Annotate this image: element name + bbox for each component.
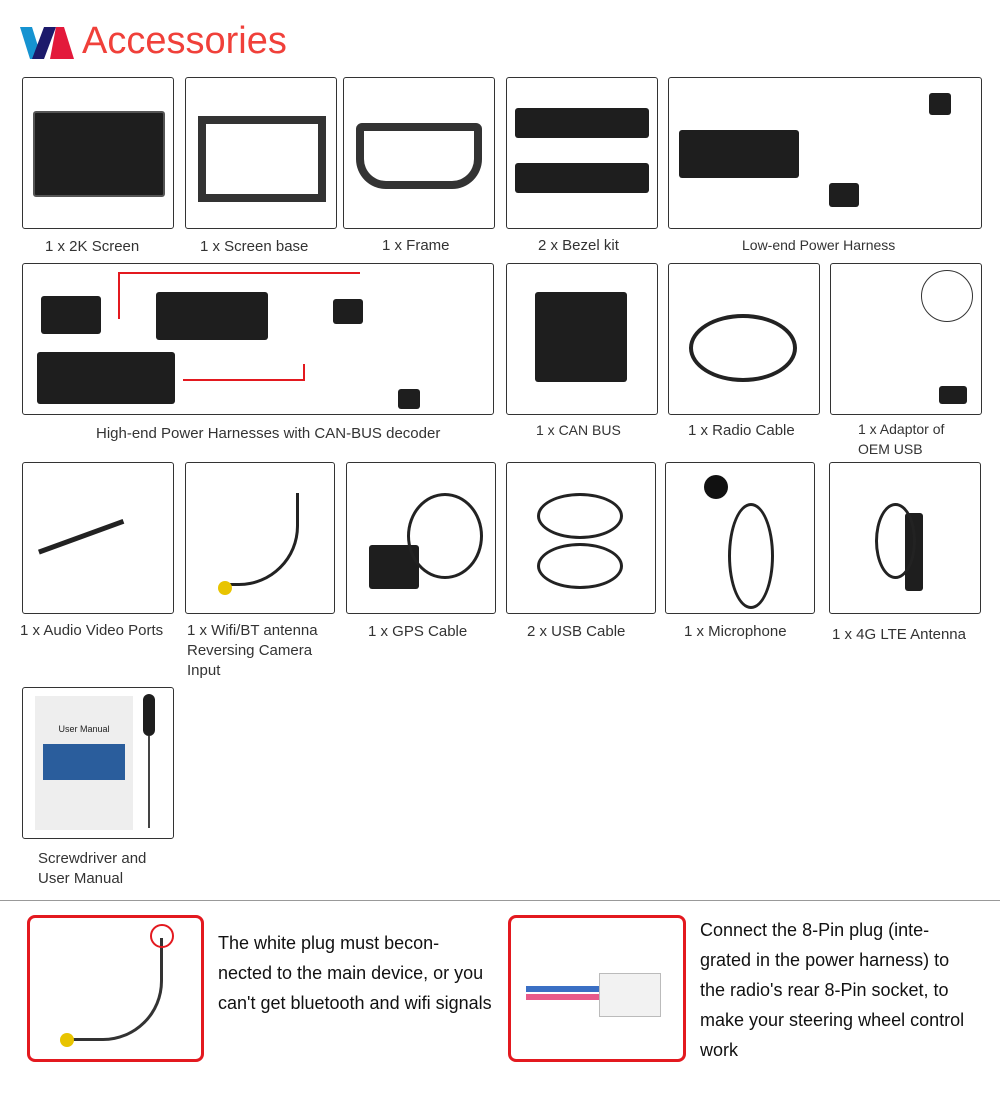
- item-label: 2 x Bezel kit: [538, 237, 619, 254]
- item-2k-screen: [22, 77, 174, 229]
- item-label: 1 x Screen base: [200, 238, 309, 255]
- item-wifi-bt-antenna: [185, 462, 335, 614]
- item-oem-usb-adaptor: [830, 263, 982, 415]
- item-label: 2 x USB Cable: [527, 623, 626, 640]
- item-screwdriver-manual: User Manual: [22, 687, 174, 839]
- item-frame: [343, 77, 495, 229]
- item-label: 1 x 4G LTE Antenna: [832, 626, 966, 643]
- item-bezel-kit: [506, 77, 658, 229]
- item-can-bus: [506, 263, 658, 415]
- item-microphone: [665, 462, 815, 614]
- item-label: 1 x Frame: [382, 237, 450, 254]
- wifi-plug-note: The white plug must becon-nected to the …: [218, 933, 492, 1013]
- item-label: 1 x Radio Cable: [688, 422, 795, 439]
- item-radio-cable: [668, 263, 820, 415]
- item-4g-lte-antenna: [829, 462, 981, 614]
- item-label: 1 x Audio Video Ports: [20, 622, 164, 639]
- item-label: 1 x Microphone: [684, 623, 787, 640]
- item-screen-base: [185, 77, 337, 229]
- item-label: 1 x Adaptor of OEM USB: [858, 421, 945, 457]
- item-label: High-end Power Harnesses with CAN-BUS de…: [96, 425, 441, 442]
- 8pin-plug-photo: [508, 915, 686, 1062]
- item-label: Screwdriver and User Manual: [38, 850, 147, 887]
- item-gps-cable: [346, 462, 496, 614]
- divider: [0, 900, 1000, 901]
- item-label: 1 x CAN BUS: [536, 422, 621, 438]
- item-low-end-harness: [668, 77, 982, 229]
- manual-cover-title: User Manual: [58, 724, 110, 734]
- wifi-plug-photo: [27, 915, 204, 1062]
- brand-logo: [20, 27, 74, 59]
- item-audio-video-ports: [22, 462, 174, 614]
- 8pin-plug-note: Connect the 8-Pin plug (inte-grated in t…: [700, 920, 965, 1060]
- item-label: 1 x Wifi/BT antenna Reversing Camera Inp…: [187, 622, 318, 679]
- item-label: 1 x 2K Screen: [45, 238, 140, 255]
- item-label: Low-end Power Harness: [742, 237, 896, 253]
- item-label: 1 x GPS Cable: [368, 623, 468, 640]
- item-high-end-harness: [22, 263, 494, 415]
- page-title: Accessories: [82, 20, 287, 62]
- item-usb-cable: [506, 462, 656, 614]
